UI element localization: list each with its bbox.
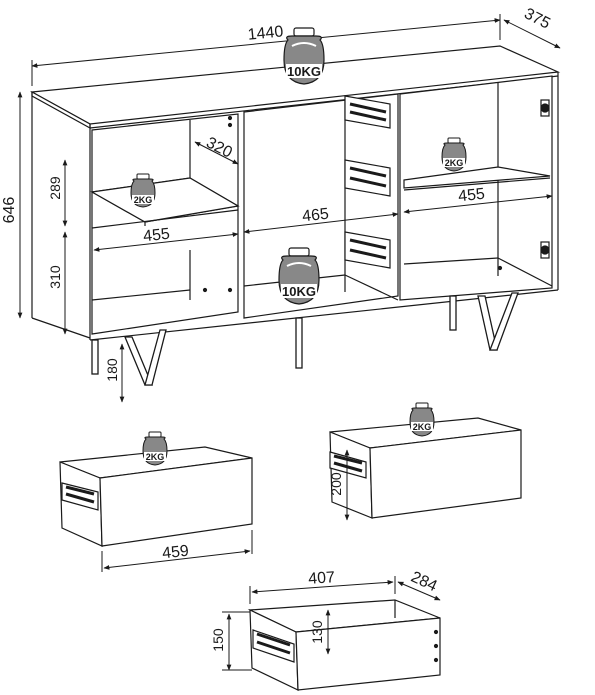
weight-label-left-drawer: 2KG [146,452,165,462]
dim-sideboard-height: 646 [1,197,18,224]
dim-leg-height: 180 [104,358,120,382]
drawer-runner-top [344,95,391,129]
sideboard-drawing [30,45,561,386]
dim-drawer-front-height: 200 [328,472,344,496]
dim-drawer-box-height: 150 [210,628,226,652]
dim-sideboard-depth: 375 [521,5,553,32]
sideboard-dimension-lines [17,14,561,403]
weight-icon-right-shelf: 2KG [441,137,467,172]
left-shelf [90,177,240,223]
dim-drawer-front-width: 459 [161,543,189,563]
door-hinge-bottom [540,241,550,259]
dim-drawer-inner-height: 130 [309,620,325,644]
dim-right-compartment-width: 455 [457,186,485,206]
weight-label-left-shelf: 2KG [134,195,153,205]
weight-label-middle-shelf: 10KG [282,284,316,299]
drawer-box [247,599,441,691]
door-hinge-top [540,99,550,117]
left-drawer-front [99,457,253,547]
right-drawer-front [369,429,522,519]
weight-label-top: 10KG [287,64,321,79]
dim-drawer-box-width: 407 [308,569,336,588]
dim-lower-shelf-height: 310 [47,265,63,289]
left-drawer-runner [61,482,99,511]
right-shelf [403,166,551,189]
weight-label-right-drawer: 2KG [413,422,432,432]
weight-icon-left-drawer: 2KG [142,431,168,466]
weight-icon-left-shelf: 2KG [130,173,156,208]
weight-icon-top: 10KG [283,27,325,85]
weight-label-right-shelf: 2KG [445,158,464,168]
right-compartment [399,75,553,301]
dim-drawer-box-depth: 284 [408,569,439,596]
drawer-runner-middle [344,159,391,197]
dim-middle-compartment-width: 465 [301,206,329,226]
left-drawer [59,446,253,547]
drawer-box-runner [252,629,295,663]
left-compartment [90,113,240,335]
sideboard-legs [91,292,519,386]
dim-left-compartment-width: 455 [142,226,170,246]
dim-upper-shelf-height: 289 [47,176,63,200]
dim-sideboard-width: 1440 [247,23,284,43]
weight-icon-middle-shelf: 10KG [278,247,320,305]
drawer-runner-bottom [344,231,391,269]
weight-icon-right-drawer: 2KG [409,402,435,437]
